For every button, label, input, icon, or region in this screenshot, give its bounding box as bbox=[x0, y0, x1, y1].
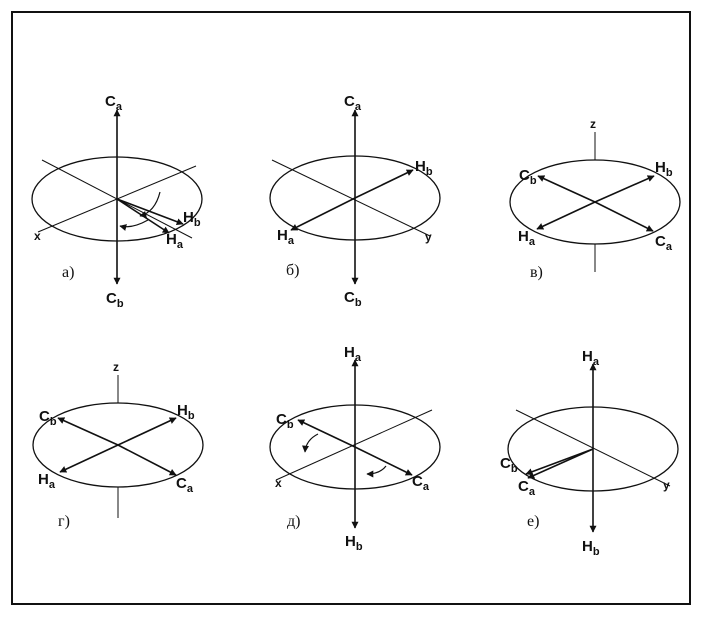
label-ca: Ca bbox=[655, 233, 673, 253]
panel-caption: г) bbox=[58, 513, 70, 530]
bond-hb bbox=[594, 175, 655, 203]
label-cb: Cb bbox=[39, 408, 57, 428]
bond-cb bbox=[57, 417, 119, 446]
label-ca: Ca bbox=[412, 473, 430, 493]
bond-ca bbox=[117, 444, 177, 476]
axis-label-z: z bbox=[590, 117, 596, 131]
axis-label-x: x bbox=[275, 476, 282, 490]
bond-cb bbox=[297, 419, 356, 448]
label-bottom: Cb bbox=[106, 290, 124, 310]
label-top: Ca bbox=[105, 93, 123, 113]
bond-hb bbox=[354, 169, 414, 199]
bond-hb bbox=[117, 417, 177, 446]
panel-caption: а) bbox=[62, 264, 74, 281]
bond-ha bbox=[536, 201, 596, 230]
axis-label-x: x bbox=[34, 229, 41, 243]
label-ha: Ha bbox=[38, 471, 56, 491]
axis-x-line bbox=[275, 409, 433, 481]
panel-d: z Cb Hb Ha Ca г) bbox=[32, 360, 204, 530]
rotation-arrow-right bbox=[366, 465, 387, 478]
label-bottom: Hb bbox=[345, 533, 363, 553]
label-ca: Ca bbox=[176, 475, 194, 495]
label-top: Ca bbox=[344, 93, 362, 113]
bond-cb bbox=[537, 175, 596, 203]
bond-ca bbox=[527, 448, 594, 479]
rotation-arrow-left bbox=[302, 433, 319, 453]
label-hb: Hb bbox=[415, 158, 433, 178]
panel-e: Ha Hb Cb Ca x д) bbox=[269, 344, 441, 553]
label-top: Ha bbox=[344, 344, 362, 364]
bond-ca bbox=[354, 446, 413, 476]
figure-frame bbox=[11, 11, 691, 605]
panel-caption: е) bbox=[527, 513, 539, 530]
label-hb: Hb bbox=[655, 159, 673, 179]
axis-label-z: z bbox=[113, 360, 119, 374]
panel-caption: б) bbox=[286, 262, 299, 279]
label-ha: Ha bbox=[277, 227, 295, 247]
label-top: Ha bbox=[582, 348, 600, 368]
bond-ha bbox=[290, 197, 356, 231]
label-hb: Hb bbox=[177, 402, 195, 422]
label-ca: Ca bbox=[518, 478, 536, 498]
bond-hb bbox=[116, 198, 184, 226]
bond-ha bbox=[59, 444, 119, 473]
panel-f: Ha Hb Cb Ca y е) bbox=[500, 348, 679, 558]
label-cb: Cb bbox=[500, 455, 518, 475]
rotation-arrow-lower bbox=[119, 219, 149, 231]
panel-a: Ca Cb Hb Ha x а) bbox=[31, 93, 203, 310]
label-ha: Ha bbox=[518, 228, 536, 248]
panel-b: Ca Cb Hb Ha y б) bbox=[269, 93, 441, 309]
axis-y-line bbox=[271, 159, 431, 237]
panel-c: z Cb Hb Ha Ca в) bbox=[509, 117, 681, 281]
label-bottom: Cb bbox=[344, 289, 362, 309]
axis-label-y: y bbox=[425, 230, 432, 244]
bond-ca bbox=[594, 201, 654, 232]
label-ha: Ha bbox=[166, 231, 184, 251]
label-cb: Cb bbox=[519, 167, 537, 187]
panel-caption: в) bbox=[530, 264, 543, 281]
panel-caption: д) bbox=[287, 513, 300, 530]
label-cb: Cb bbox=[276, 411, 294, 431]
axis-label-y: y bbox=[663, 478, 670, 492]
label-hb: Hb bbox=[183, 209, 201, 229]
rotation-arrow-upper bbox=[139, 191, 161, 218]
label-bottom: Hb bbox=[582, 538, 600, 558]
